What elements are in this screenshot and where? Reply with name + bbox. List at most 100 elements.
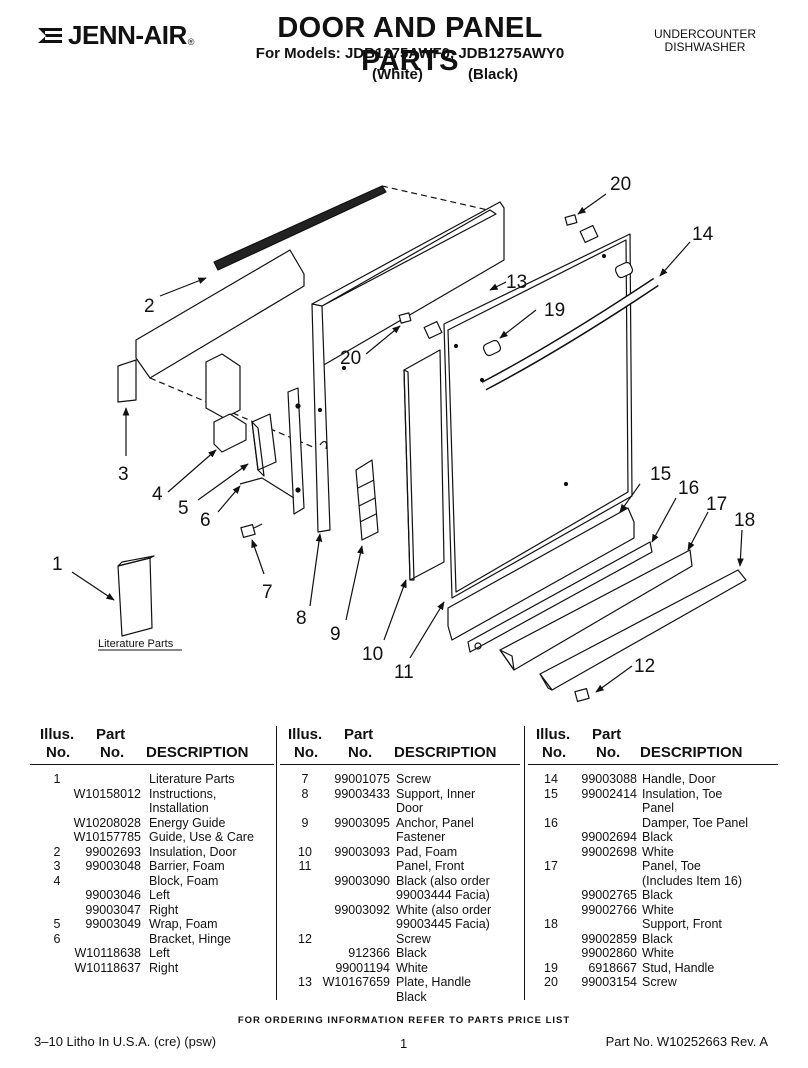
- part-number: 99001075: [334, 772, 390, 786]
- illus-number: 18: [544, 917, 558, 931]
- part-number: W10118637: [74, 960, 142, 975]
- part-number: 99003433: [334, 786, 390, 801]
- part-number: 99003154: [581, 975, 637, 989]
- part-description: Support, Front: [642, 917, 722, 931]
- part-description: Fastener: [396, 830, 446, 844]
- callout-1: 1: [52, 554, 63, 575]
- color-black: (Black): [468, 66, 519, 83]
- callout-16: 16: [678, 478, 699, 499]
- part-description: Black: [396, 946, 427, 960]
- part-number: 99002693: [85, 844, 141, 859]
- part-number: 99002694: [581, 830, 637, 844]
- part-description: Damper, Toe Panel: [642, 815, 749, 830]
- callout-15: 15: [650, 464, 671, 485]
- part-number: 99002414: [581, 786, 637, 801]
- part-description: Screw: [396, 931, 431, 946]
- table-row: Installation: [30, 801, 274, 816]
- part-number: 99003048: [85, 859, 141, 873]
- part-description: Screw: [396, 772, 431, 786]
- header-description: DESCRIPTION: [394, 744, 497, 761]
- part-description: 99003445 Facia): [396, 917, 490, 931]
- part-number: 99003088: [581, 772, 637, 786]
- illus-number: 16: [544, 815, 558, 830]
- table-row: 4 Block, Foam: [30, 874, 274, 889]
- part-number: 99002765: [581, 888, 637, 902]
- part-description: Left: [149, 946, 170, 960]
- door-handle-part: [481, 277, 659, 391]
- header-illus: Illus.: [288, 726, 323, 743]
- part-description: Insulation, Door: [149, 844, 237, 859]
- part-description: White: [642, 946, 674, 960]
- illus-number: 14: [544, 772, 558, 786]
- litho-info: 3–10 Litho In U.S.A. (cre) (psw): [34, 1034, 217, 1049]
- part-description: Instructions,: [149, 786, 217, 801]
- table-header: Illus. No. Part No. DESCRIPTION: [280, 724, 520, 765]
- header-illus: Illus.: [536, 726, 571, 743]
- part-number: 99003049: [85, 917, 141, 931]
- part-number: 99003093: [334, 844, 390, 859]
- table-row: Fastener: [280, 830, 520, 845]
- part-number: 912366: [348, 946, 390, 960]
- illus-number: 4: [53, 873, 61, 888]
- table-row: 12 Screw: [280, 932, 520, 947]
- header-description: DESCRIPTION: [146, 744, 249, 761]
- part-number: W10158012: [73, 786, 141, 801]
- part-number: 99001194: [335, 960, 390, 975]
- column-divider: [524, 726, 525, 1000]
- callout-12: 12: [634, 656, 655, 677]
- part-number: 99003095: [334, 815, 390, 830]
- illus-number: 5: [53, 917, 61, 931]
- part-description: (Includes Item 16): [642, 873, 743, 888]
- document-part-number: Part No. W10252663 Rev. A: [605, 1034, 768, 1049]
- callout-8: 8: [296, 608, 307, 629]
- part-number: 99003047: [85, 902, 141, 917]
- header-part: Part: [96, 726, 126, 743]
- part-description: Block, Foam: [149, 873, 219, 888]
- foam-barrier-part: [117, 249, 321, 451]
- part-description: White: [642, 902, 674, 917]
- part-description: Bracket, Hinge: [149, 931, 231, 946]
- part-description: Black (also order: [396, 873, 490, 888]
- part-description: White: [642, 844, 674, 859]
- part-number: 99002859: [581, 931, 637, 946]
- model-numbers: For Models: JDB1275AWF0, JDB1275AWY0: [255, 45, 565, 62]
- table-row: W10158012 Instructions,: [30, 787, 274, 802]
- table-row: 16 Damper, Toe Panel: [528, 816, 778, 831]
- part-description: Pad, Foam: [396, 844, 458, 859]
- page-title: DOOR AND PANEL PARTS: [277, 12, 543, 77]
- table-row: Door: [280, 801, 520, 816]
- part-description: Panel: [642, 801, 674, 815]
- callout-14: 14: [692, 224, 714, 245]
- literature-parts: [117, 555, 155, 637]
- illus-number: 12: [298, 931, 312, 946]
- illus-number: 1: [53, 772, 61, 786]
- illus-number: 17: [544, 859, 558, 873]
- handle-plate-part: [423, 225, 599, 339]
- part-description: Insulation, Toe: [642, 786, 723, 801]
- part-description: Right: [149, 902, 179, 917]
- part-description: Anchor, Panel: [396, 815, 474, 830]
- part-description: Black: [642, 931, 673, 946]
- part-description: Installation: [149, 801, 209, 815]
- header-part-no: No.: [100, 744, 125, 761]
- illus-number: 6: [53, 931, 61, 946]
- part-description: Barrier, Foam: [149, 859, 225, 873]
- callout-3: 3: [118, 464, 129, 485]
- table-row: Panel: [528, 801, 778, 816]
- front-support-part: [539, 569, 747, 691]
